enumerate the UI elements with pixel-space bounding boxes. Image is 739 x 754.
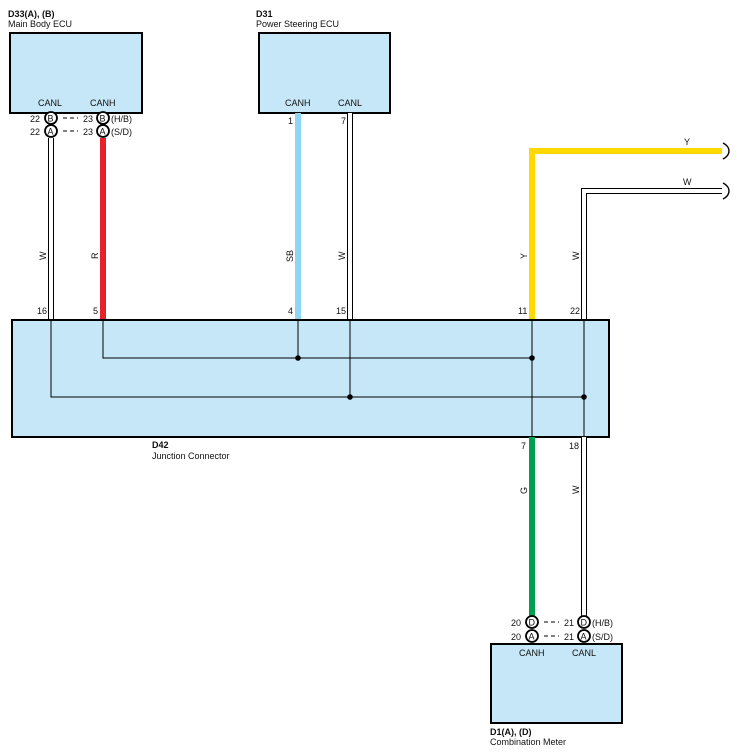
d33-row1-left-conn: B <box>48 114 54 124</box>
d42-pin-16: 16 <box>37 306 47 316</box>
d1-row2-left-conn-circle <box>525 629 539 643</box>
d31-num-canh: 1 <box>288 116 293 126</box>
d1-id: D1(A), (D) <box>490 727 532 737</box>
d42-pin-5: 5 <box>93 306 98 316</box>
d33-row2-right-conn-circle <box>96 124 110 138</box>
d1-row2-right-conn-circle <box>577 629 591 643</box>
d1-row1-right-conn-circle <box>577 615 591 629</box>
wire-label-d31-canl: W <box>337 251 347 260</box>
d33-row1-left-conn-circle <box>44 111 58 125</box>
d1-row1-left-conn: D <box>529 618 536 628</box>
d33-pin-canh: CANH <box>90 98 116 108</box>
d1-row2-left-num: 20 <box>511 632 521 642</box>
d1-row1-right-num: 21 <box>564 618 574 628</box>
d33-row1-right-num: 23 <box>83 114 93 124</box>
d1-row1-right-conn: D <box>581 618 588 628</box>
wire-label-g: G <box>519 487 529 494</box>
wire-label-y: Y <box>519 253 529 259</box>
d33-row1-right-conn: B <box>100 114 106 124</box>
wire-label-d33-canl: W <box>38 251 48 260</box>
d42-internal-canl-bus <box>50 320 587 437</box>
d33-row2-left-conn-circle <box>44 124 58 138</box>
wire-label-w-bottom: W <box>571 485 581 494</box>
d1-row1-note: (H/B) <box>592 618 613 628</box>
wire-w-right[interactable] <box>581 188 722 320</box>
d1-row2-right-conn: A <box>581 632 587 642</box>
d33-row2-note: (S/D) <box>111 127 132 137</box>
d42-pin-7: 7 <box>521 441 526 451</box>
d42-pin-18: 18 <box>569 441 579 451</box>
d33-row2-right-conn: A <box>100 127 106 137</box>
d42-id: D42 <box>152 440 169 450</box>
d31-pin-canl: CANL <box>338 98 362 108</box>
d31-id: D31 <box>256 9 273 19</box>
d33-box[interactable] <box>9 32 143 114</box>
d1-name: Combination Meter <box>490 737 566 747</box>
d1-box[interactable] <box>490 643 623 724</box>
d42-internal-canh-bus <box>102 320 535 437</box>
d1-row2-right-num: 21 <box>564 632 574 642</box>
d33-row1-right-conn-circle <box>96 111 110 125</box>
d31-pin-canh: CANH <box>285 98 311 108</box>
d33-id: D33(A), (B) <box>8 9 55 19</box>
d42-pin-11: 11 <box>518 306 527 316</box>
d1-pin-canl: CANL <box>572 648 596 658</box>
continuation-mark-w <box>722 182 730 200</box>
d33-row1-left-num: 22 <box>30 114 40 124</box>
d1-row2-note: (S/D) <box>592 632 613 642</box>
d33-pin-canl: CANL <box>38 98 62 108</box>
d42-pin-22: 22 <box>570 306 580 316</box>
wire-label-d31-canh: SB <box>285 250 295 262</box>
d31-box[interactable] <box>258 32 391 114</box>
d33-name: Main Body ECU <box>8 19 72 29</box>
d42-pin-4: 4 <box>288 306 293 316</box>
d33-row1-note: (H/B) <box>111 114 132 124</box>
wire-y[interactable] <box>529 148 722 320</box>
wire-label-w-top: W <box>683 177 692 187</box>
d1-pin-canh: CANH <box>519 648 545 658</box>
d31-name: Power Steering ECU <box>256 19 339 29</box>
d42-box[interactable] <box>11 319 610 438</box>
continuation-mark-y <box>722 142 730 160</box>
d33-row2-right-num: 23 <box>83 127 93 137</box>
wire-label-y-top: Y <box>684 137 690 147</box>
d33-row2-left-num: 22 <box>30 127 40 137</box>
d1-row1-left-num: 20 <box>511 618 521 628</box>
d42-pin-15: 15 <box>336 306 346 316</box>
d1-row2-left-conn: A <box>529 632 535 642</box>
wire-label-w: W <box>571 251 581 260</box>
d42-name: Junction Connector <box>152 451 230 461</box>
wire-label-d33-canh: R <box>90 252 100 259</box>
d1-row1-left-conn-circle <box>525 615 539 629</box>
d31-num-canl: 7 <box>341 116 346 126</box>
d33-row2-left-conn: A <box>48 127 54 137</box>
